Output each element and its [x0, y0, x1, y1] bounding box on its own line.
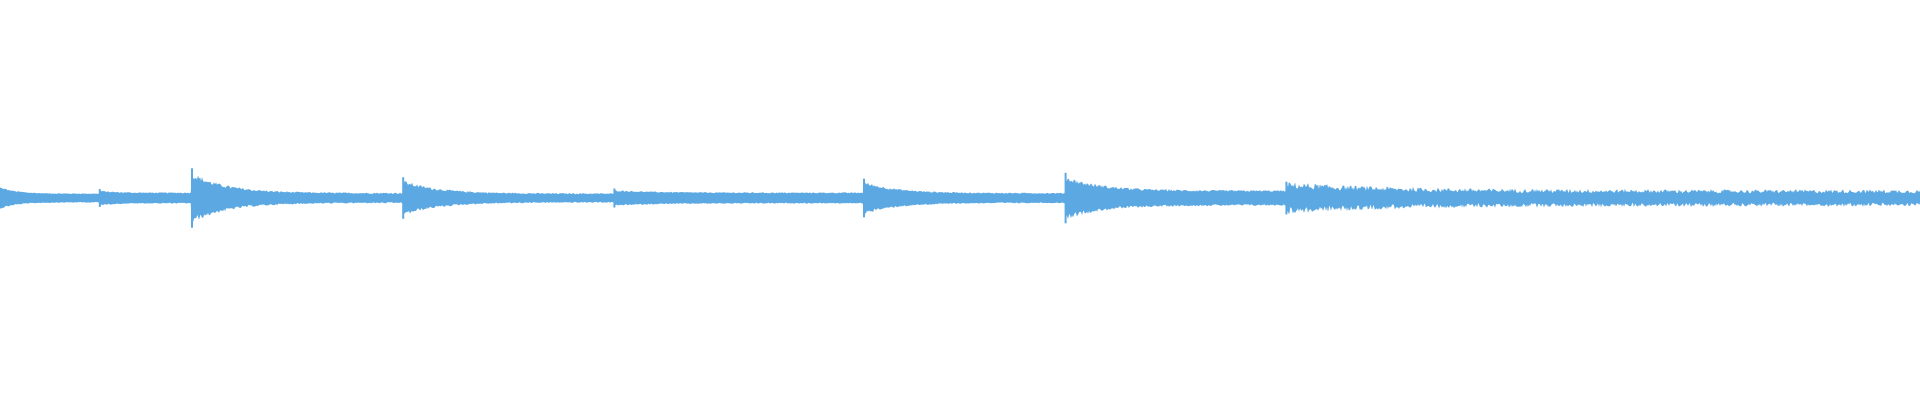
waveform-onset-spike: [1285, 181, 1288, 215]
waveform-envelope: [0, 175, 1920, 222]
waveform-bars: [0, 168, 1920, 228]
waveform-onset-spike: [613, 188, 616, 208]
waveform-onset-spike: [98, 189, 101, 207]
waveform-onset-spike: [863, 178, 865, 218]
waveform-onset-spike: [1064, 172, 1067, 224]
waveform-onset-spike: [402, 177, 405, 219]
waveform-onset-spike: [191, 168, 193, 228]
